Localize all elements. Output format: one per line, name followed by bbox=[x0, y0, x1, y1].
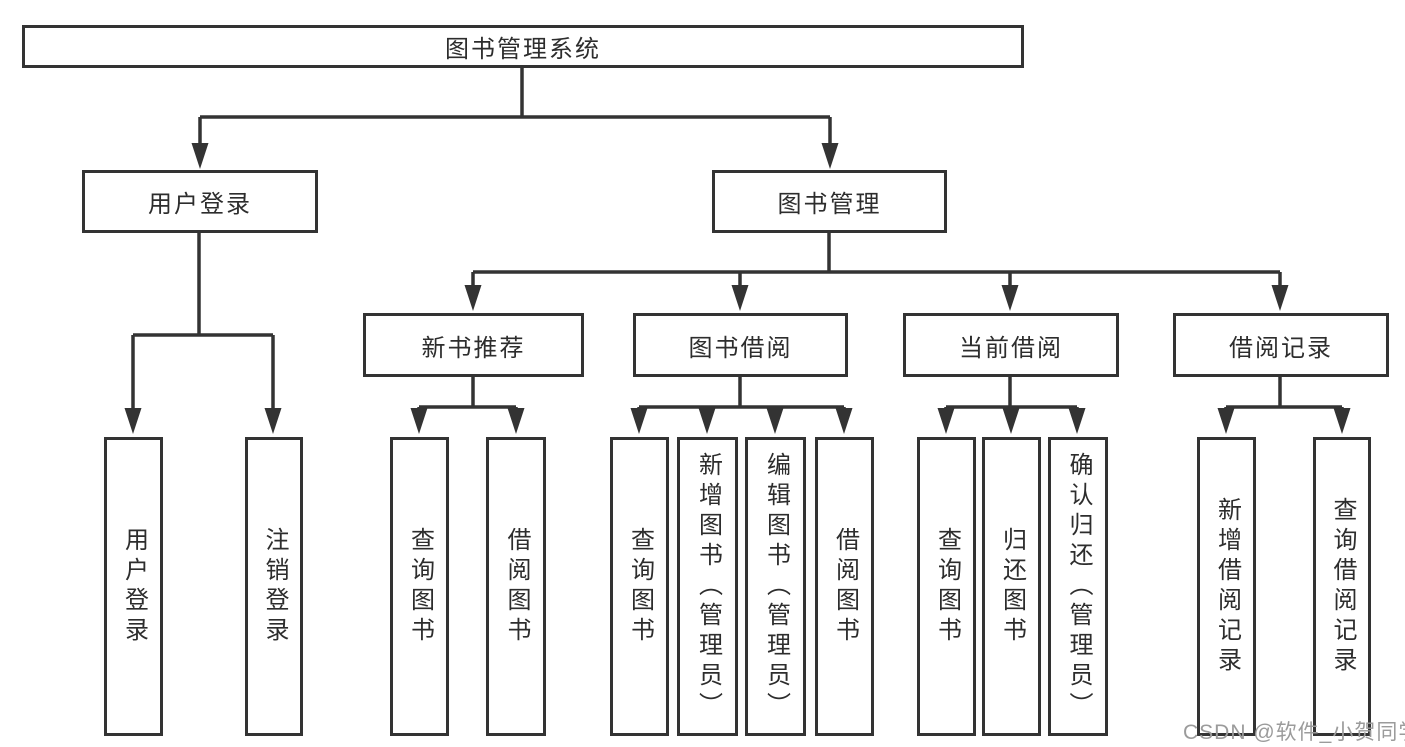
node-root: 图书管理系统 bbox=[22, 25, 1024, 68]
arrowheads bbox=[124, 143, 1351, 434]
leaf-user-login-label: 用户登录 bbox=[120, 526, 148, 647]
leaf-borrowing-query-books: 查询图书 bbox=[610, 437, 669, 736]
leaf-borrowing-add-books: 新增图书（管理员） bbox=[677, 437, 738, 736]
watermark: CSDN @软件_小贺同学 bbox=[1183, 721, 1405, 744]
node-book-borrowing-label: 图书借阅 bbox=[688, 334, 793, 362]
node-borrow-records-label: 借阅记录 bbox=[1229, 334, 1333, 362]
node-new-book-recommend: 新书推荐 bbox=[363, 313, 584, 377]
leaf-borrowing-add-books-label: 新增图书（管理员） bbox=[694, 451, 722, 722]
leaf-current-query-books: 查询图书 bbox=[917, 437, 976, 736]
connector-bookmgmt-to-level3 bbox=[471, 230, 1282, 289]
node-book-borrowing: 图书借阅 bbox=[633, 313, 848, 377]
node-user-login: 用户登录 bbox=[82, 170, 318, 233]
leaf-borrowing-query-books-label: 查询图书 bbox=[626, 526, 654, 647]
leaf-logout: 注销登录 bbox=[245, 437, 303, 736]
leaf-records-query-record-label: 查询借阅记录 bbox=[1329, 496, 1356, 677]
connector-bookborrowing-to-leaves bbox=[637, 374, 846, 412]
leaf-newbooks-borrow-books: 借阅图书 bbox=[486, 437, 546, 736]
leaf-borrowing-edit-books-label: 编辑图书（管理员） bbox=[762, 451, 790, 722]
leaf-records-add-record-label: 新增借阅记录 bbox=[1213, 496, 1241, 677]
leaf-newbooks-query-books-label: 查询图书 bbox=[406, 526, 434, 647]
connector-currentborrowing-to-leaves bbox=[944, 374, 1079, 412]
connector-userlogin-to-leaves bbox=[131, 230, 275, 412]
leaf-records-query-record: 查询借阅记录 bbox=[1313, 437, 1371, 736]
node-book-management-label: 图书管理 bbox=[777, 191, 882, 218]
connector-records-to-leaves bbox=[1224, 374, 1344, 412]
leaf-current-confirm-return-label: 确认归还（管理员） bbox=[1065, 451, 1092, 722]
leaf-current-return-books: 归还图书 bbox=[982, 437, 1041, 736]
connector-newbooks-to-leaves bbox=[417, 374, 518, 412]
node-borrow-records: 借阅记录 bbox=[1173, 313, 1389, 377]
leaf-current-query-books-label: 查询图书 bbox=[933, 526, 961, 647]
node-book-management: 图书管理 bbox=[712, 170, 947, 233]
leaf-borrowing-borrow-books-label: 借阅图书 bbox=[831, 526, 859, 647]
node-current-borrowing: 当前借阅 bbox=[903, 313, 1119, 377]
leaf-user-login: 用户登录 bbox=[104, 437, 163, 736]
leaf-records-add-record: 新增借阅记录 bbox=[1197, 437, 1256, 736]
connector-root-to-level2 bbox=[198, 66, 832, 146]
leaf-newbooks-query-books: 查询图书 bbox=[390, 437, 449, 736]
leaf-borrowing-edit-books: 编辑图书（管理员） bbox=[745, 437, 806, 736]
leaf-current-confirm-return: 确认归还（管理员） bbox=[1048, 437, 1108, 736]
leaf-borrowing-borrow-books: 借阅图书 bbox=[815, 437, 874, 736]
node-user-login-label: 用户登录 bbox=[148, 191, 252, 218]
leaf-current-return-books-label: 归还图书 bbox=[998, 526, 1026, 647]
leaf-logout-label: 注销登录 bbox=[261, 526, 288, 647]
leaf-newbooks-borrow-books-label: 借阅图书 bbox=[503, 526, 530, 647]
node-root-label: 图书管理系统 bbox=[445, 36, 601, 63]
node-current-borrowing-label: 当前借阅 bbox=[959, 334, 1063, 362]
node-new-book-recommend-label: 新书推荐 bbox=[421, 334, 526, 362]
